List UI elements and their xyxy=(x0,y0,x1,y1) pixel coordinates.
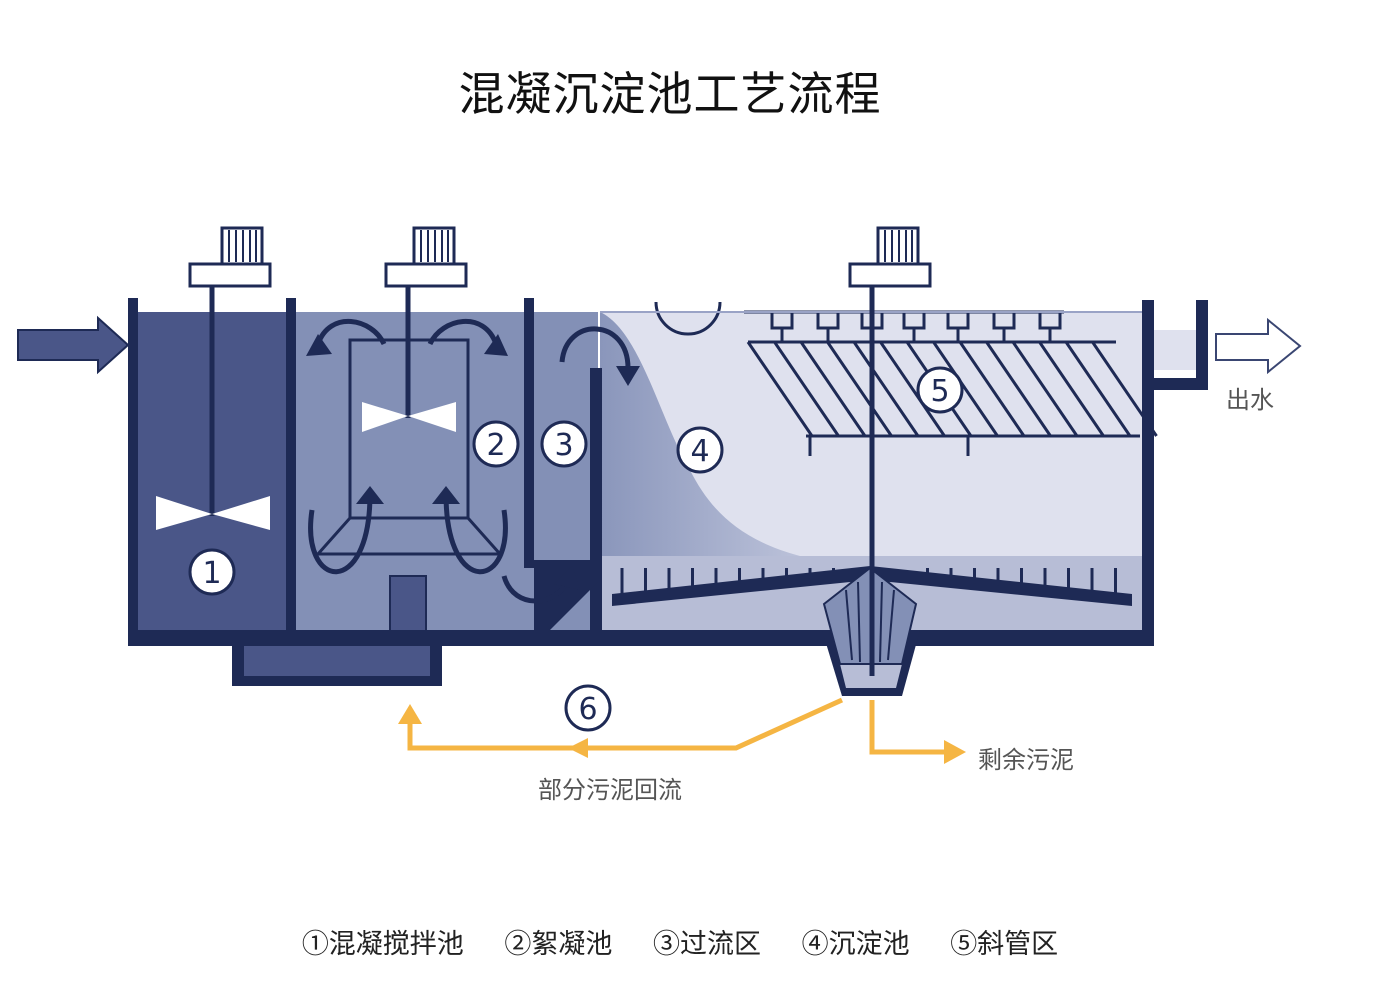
flow-arrowheads xyxy=(306,334,640,590)
tube-line xyxy=(985,341,1052,437)
marker-2: 2 xyxy=(472,420,520,468)
svg-text:2: 2 xyxy=(486,428,505,463)
tube-line xyxy=(773,341,840,437)
legend-item-mix-tank: ①混凝搅拌池 xyxy=(301,929,464,960)
legend: ①混凝搅拌池 ②絮凝池 ③过流区 ④沉淀池 ⑤斜管区 xyxy=(0,922,1360,961)
weir-trough xyxy=(654,301,722,336)
tank-walls xyxy=(128,298,1208,686)
tube-line xyxy=(852,341,920,437)
tube-line xyxy=(799,341,867,437)
tube-line xyxy=(958,341,1026,437)
marker-5: 5 xyxy=(916,366,964,414)
scraper-hopper-ribs xyxy=(845,581,895,663)
svg-text:4: 4 xyxy=(690,434,709,469)
return-arrowhead xyxy=(398,704,422,724)
legend-item-tube-zone: ⑤斜管区 xyxy=(950,929,1059,960)
tube-line xyxy=(1038,341,1105,437)
marker-4: 4 xyxy=(676,426,724,474)
tube-line xyxy=(932,341,999,437)
scraper-teeth xyxy=(620,568,1117,599)
marker-3: 3 xyxy=(540,420,588,468)
legend-item-settling-tank: ④沉淀池 xyxy=(801,929,910,960)
marker-1: 1 xyxy=(188,548,236,596)
marker-6: 6 xyxy=(564,684,612,732)
tube-line xyxy=(1091,341,1158,437)
flow-baffle xyxy=(534,560,598,632)
tube-line xyxy=(746,341,814,437)
outlet-trough-water xyxy=(1148,330,1198,370)
svg-text:6: 6 xyxy=(578,692,597,727)
tube-supports xyxy=(808,436,970,456)
outlet-arrow xyxy=(1215,317,1302,375)
flow-arrows xyxy=(308,318,631,604)
tube-diagonals xyxy=(746,341,1158,437)
mixer-2 xyxy=(314,226,504,556)
settling-sludge-blanket xyxy=(600,312,1142,630)
excess-arrowhead xyxy=(944,740,966,764)
inclined-tubes xyxy=(748,340,1140,438)
svg-text:3: 3 xyxy=(554,428,573,463)
legend-item-floc-tank: ②絮凝池 xyxy=(504,929,613,960)
excess-sludge-label: 剩余污泥 xyxy=(978,746,1074,774)
floc-inlet-pipe xyxy=(389,575,427,633)
outlet-label: 出水 xyxy=(1226,386,1274,414)
svg-text:5: 5 xyxy=(930,374,949,409)
svg-text:1: 1 xyxy=(202,556,221,591)
tube-line xyxy=(1011,341,1079,437)
return-mid-arrowhead xyxy=(568,738,588,758)
return-sludge-label: 部分污泥回流 xyxy=(538,776,682,804)
center-drive xyxy=(848,226,932,676)
tube-line xyxy=(879,341,946,437)
diagram-title: 混凝沉淀池工艺流程 xyxy=(458,67,882,121)
inlet-arrow xyxy=(17,315,130,375)
sludge-lines xyxy=(407,697,944,755)
mixer-1 xyxy=(156,226,272,530)
tube-line xyxy=(1064,341,1132,437)
legend-item-flow-zone: ③过流区 xyxy=(653,929,761,960)
tube-line xyxy=(826,341,893,437)
